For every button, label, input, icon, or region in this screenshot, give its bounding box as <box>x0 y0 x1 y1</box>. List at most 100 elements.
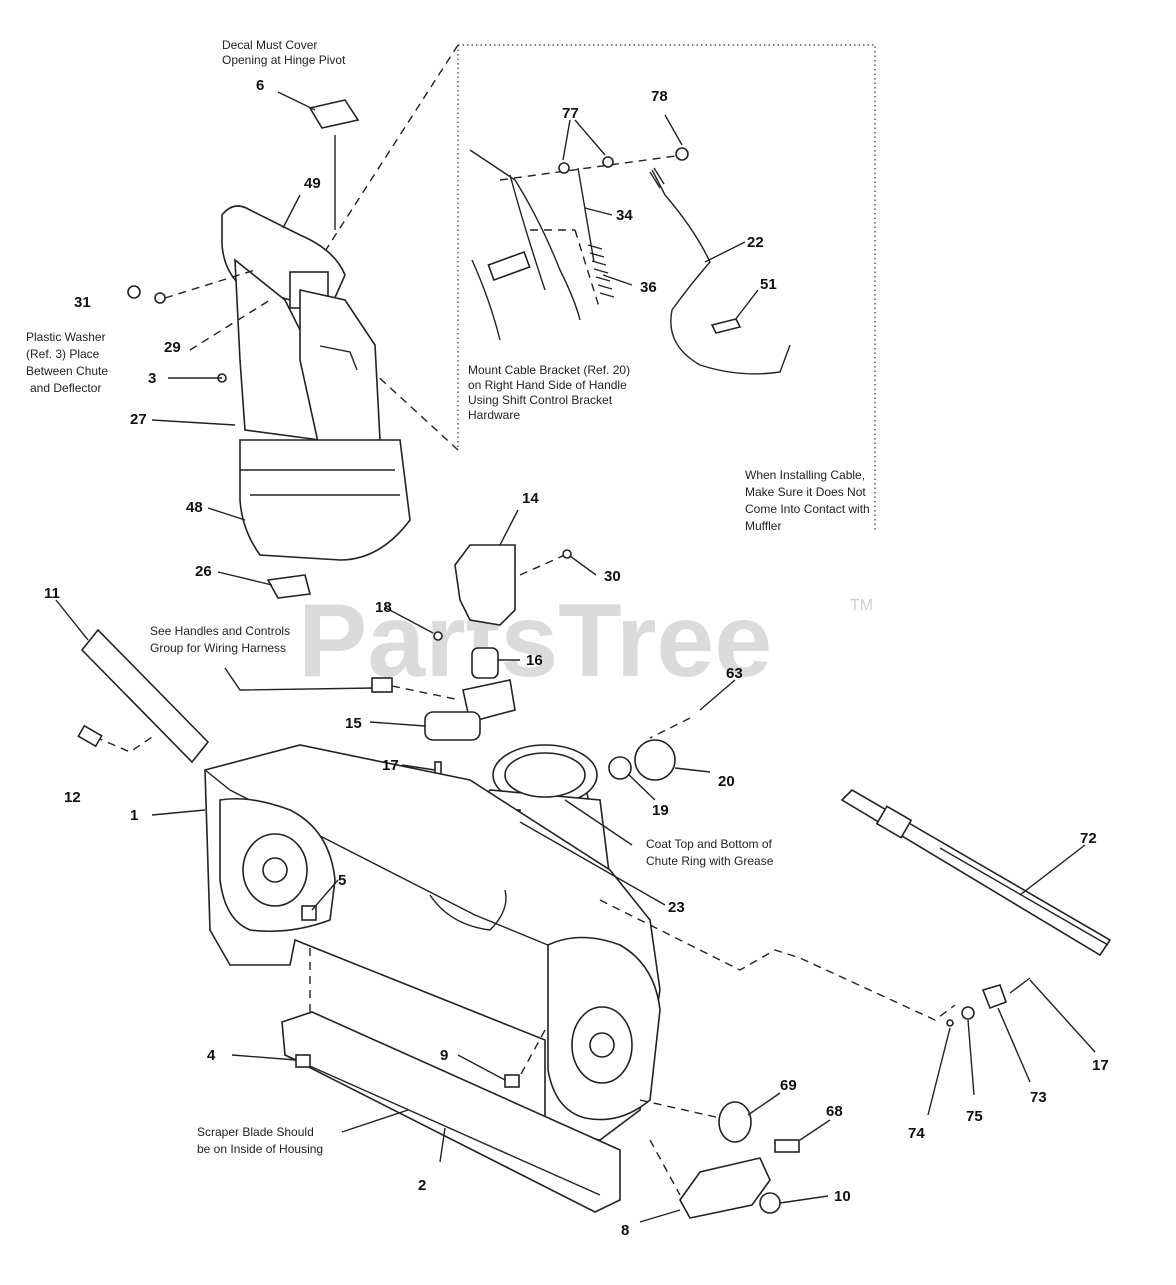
skid-shoe-8 <box>679 1157 771 1219</box>
svg-text:(Ref. 3) Place: (Ref. 3) Place <box>26 347 100 361</box>
shaft-leader-dash <box>599 899 956 1021</box>
callout-5: 5 <box>338 872 346 889</box>
callout-4: 4 <box>207 1047 216 1064</box>
callout-51: 51 <box>760 276 777 293</box>
shift-cable-22 <box>649 167 791 375</box>
scraper-blade-2 <box>281 945 621 1213</box>
callout-8: 8 <box>621 1222 629 1239</box>
callout-29: 29 <box>164 339 181 356</box>
callout-15: 15 <box>345 715 362 732</box>
inset-handle-bracket <box>469 149 601 341</box>
svg-text:Opening at Hinge Pivot: Opening at Hinge Pivot <box>222 53 346 67</box>
bearing-69 <box>718 1101 752 1143</box>
worm-gear-16 <box>471 647 499 679</box>
callout-17-top: 17 <box>382 757 399 774</box>
note-plastic-washer: Plastic Washer (Ref. 3) Place Between Ch… <box>26 330 108 395</box>
callout-77: 77 <box>562 105 579 122</box>
screw-18 <box>433 631 443 641</box>
note-wiring-harness: See Handles and Controls Group for Wirin… <box>150 624 290 655</box>
callout-72: 72 <box>1080 830 1097 847</box>
rod-11 <box>80 628 210 764</box>
svg-text:Chute Ring with Grease: Chute Ring with Grease <box>646 854 774 868</box>
pin-17-shaft <box>1009 977 1031 994</box>
note-decal: Decal Must Cover Opening at Hinge Pivot <box>222 38 346 67</box>
svg-text:When Installing Cable,: When Installing Cable, <box>745 468 865 482</box>
screw-30 <box>562 549 572 559</box>
callout-numbers: 6 49 31 29 3 27 48 26 77 78 34 36 22 51 … <box>44 77 1109 1239</box>
callout-19: 19 <box>652 802 669 819</box>
callout-14: 14 <box>522 490 539 507</box>
svg-text:be on Inside of Housing: be on Inside of Housing <box>197 1142 323 1156</box>
callout-27: 27 <box>130 411 147 428</box>
washer-29 <box>154 292 166 304</box>
clip-51 <box>710 318 742 334</box>
callout-63: 63 <box>726 665 743 682</box>
callout-6: 6 <box>256 77 264 94</box>
spring-36 <box>587 244 615 298</box>
callout-9: 9 <box>440 1047 448 1064</box>
callout-26: 26 <box>195 563 212 580</box>
chute-body-27 <box>234 258 381 443</box>
svg-text:Between Chute: Between Chute <box>26 364 108 378</box>
callout-49: 49 <box>304 175 321 192</box>
callout-34: 34 <box>616 207 633 224</box>
bolt-9 <box>504 1074 520 1088</box>
svg-text:Come Into Contact with: Come Into Contact with <box>745 502 870 516</box>
bolt-68 <box>774 1139 800 1153</box>
callout-20: 20 <box>718 773 735 790</box>
cable-rod <box>499 147 691 298</box>
note-cable-bracket: Mount Cable Bracket (Ref. 20) on Right H… <box>468 363 630 422</box>
svg-text:on Right Hand Side of Handle: on Right Hand Side of Handle <box>468 378 627 392</box>
note-scraper-blade: Scraper Blade Should be on Inside of Hou… <box>197 1125 323 1156</box>
nut-31 <box>127 285 141 299</box>
note-installing-cable: When Installing Cable, Make Sure it Does… <box>745 468 870 533</box>
washer-74 <box>946 1019 954 1027</box>
svg-text:Make Sure it Does Not: Make Sure it Does Not <box>745 485 866 499</box>
washer-77a <box>558 162 570 174</box>
bolt-12 <box>77 724 103 748</box>
washer-19 <box>608 756 632 780</box>
callout-68: 68 <box>826 1103 843 1120</box>
svg-text:See Handles and Controls: See Handles and Controls <box>150 624 290 638</box>
chute-clamp-26 <box>266 574 312 599</box>
callout-22: 22 <box>747 234 764 251</box>
wiring-leader <box>224 667 376 691</box>
callout-1: 1 <box>130 807 138 824</box>
svg-text:Scraper Blade Should: Scraper Blade Should <box>197 1125 314 1139</box>
callout-18: 18 <box>375 599 392 616</box>
callout-75: 75 <box>966 1108 983 1125</box>
drive-shaft-72 <box>840 788 1112 957</box>
callout-12: 12 <box>64 789 81 806</box>
connector <box>371 677 393 693</box>
callout-36: 36 <box>640 279 657 296</box>
callout-3: 3 <box>148 370 156 387</box>
callout-30: 30 <box>604 568 621 585</box>
svg-text:Hardware: Hardware <box>468 408 520 422</box>
note-grease: Coat Top and Bottom of Chute Ring with G… <box>646 837 774 868</box>
callout-10: 10 <box>834 1188 851 1205</box>
hub-73 <box>981 984 1008 1010</box>
callout-2: 2 <box>418 1177 426 1194</box>
scraper-note-leader <box>341 1109 409 1133</box>
watermark-trademark: TM <box>850 597 873 614</box>
callout-74: 74 <box>908 1125 925 1142</box>
decal-6 <box>308 99 360 230</box>
auger-housing-1 <box>204 744 661 1141</box>
callout-23: 23 <box>668 899 685 916</box>
watermark-text: PartsTree <box>298 583 772 699</box>
callout-leaders <box>55 91 1096 1223</box>
motor-15 <box>424 711 481 741</box>
svg-text:Using Shift Control Bracket: Using Shift Control Bracket <box>468 393 613 407</box>
callout-73: 73 <box>1030 1089 1047 1106</box>
washer-77b <box>602 156 614 168</box>
svg-text:Group for Wiring Harness: Group for Wiring Harness <box>150 641 286 655</box>
svg-text:Mount Cable Bracket (Ref. 20): Mount Cable Bracket (Ref. 20) <box>468 363 630 377</box>
callout-11: 11 <box>44 585 60 602</box>
callout-78: 78 <box>651 88 668 105</box>
svg-text:Coat Top and Bottom of: Coat Top and Bottom of <box>646 837 773 851</box>
callout-48: 48 <box>186 499 203 516</box>
inset-frame <box>299 44 876 530</box>
callout-16: 16 <box>526 652 543 669</box>
callout-69: 69 <box>780 1077 797 1094</box>
